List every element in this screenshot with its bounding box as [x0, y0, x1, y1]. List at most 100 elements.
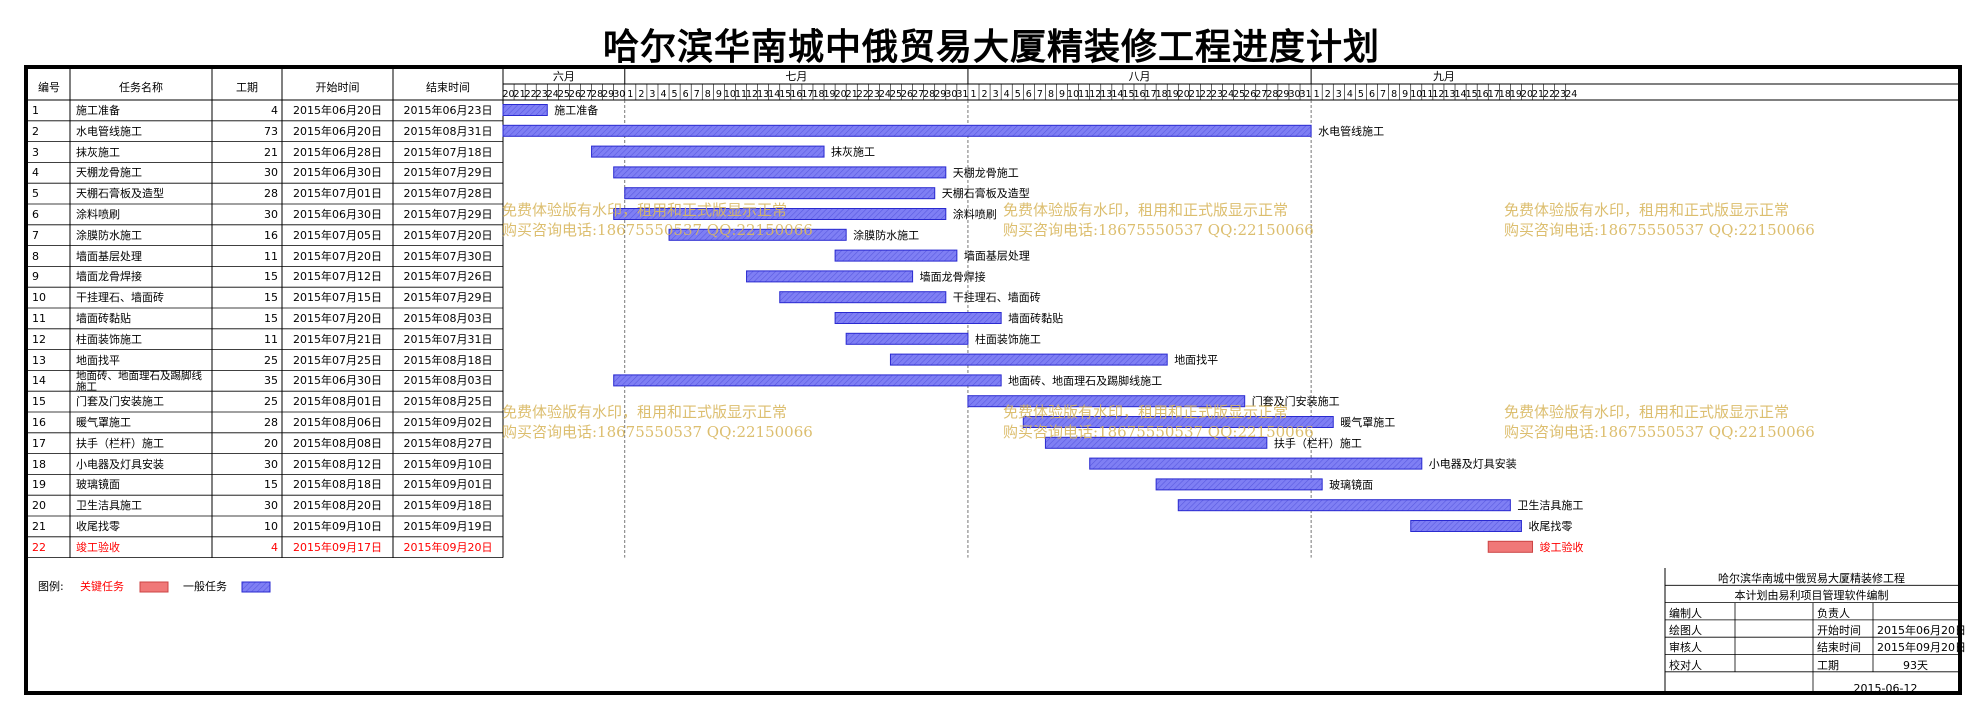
task-id: 13 — [32, 353, 46, 367]
task-bar — [845, 332, 969, 345]
chart-title: 哈尔滨华南城中俄贸易大厦精装修工程进度计划 — [602, 26, 1380, 68]
task-end: 2015年07月26日 — [403, 270, 493, 284]
day-label: 1 — [970, 89, 976, 100]
day-label: 18 — [1499, 89, 1511, 100]
day-label: 1 — [1314, 89, 1320, 100]
day-label: 6 — [1026, 89, 1032, 100]
legend-title: 图例: — [38, 580, 64, 593]
task-bar — [613, 208, 947, 220]
task-bar-label: 竣工验收 — [1540, 540, 1584, 554]
legend-normal-swatch — [241, 581, 271, 593]
task-name: 天棚龙骨施工 — [76, 166, 142, 180]
column-header: 任务名称 — [119, 81, 163, 94]
day-label: 5 — [1015, 89, 1021, 100]
day-label: 17 — [801, 89, 813, 100]
month-label: 七月 — [785, 70, 807, 83]
day-label: 6 — [683, 89, 689, 100]
task-end: 2015年09月01日 — [403, 478, 493, 492]
day-label: 5 — [1358, 89, 1364, 100]
info-cell: 审核人 — [1669, 641, 1702, 655]
task-id: 3 — [32, 145, 39, 159]
task-id: 4 — [32, 166, 39, 180]
day-label: 8 — [1391, 89, 1397, 100]
day-label: 5 — [672, 89, 678, 100]
task-name: 干挂理石、墙面砖 — [76, 291, 164, 305]
task-end: 2015年08月31日 — [403, 124, 493, 138]
task-id: 10 — [32, 291, 46, 305]
task-start: 2015年08月20日 — [293, 499, 382, 513]
day-label: 31 — [1300, 89, 1312, 100]
task-bar-label: 施工准备 — [554, 103, 598, 117]
day-label: 3 — [649, 89, 655, 100]
day-label: 12 — [1432, 89, 1444, 100]
day-label: 22 — [1200, 89, 1212, 100]
day-label: 29 — [1277, 89, 1289, 100]
task-bar-label: 扶手（栏杆）施工 — [1274, 436, 1362, 450]
task-name: 地面砖、地面理石及踢脚线施工 — [76, 370, 202, 393]
task-bar — [834, 249, 958, 262]
task-end: 2015年09月20日 — [403, 540, 493, 554]
task-duration: 4 — [271, 104, 278, 117]
day-label: 21 — [514, 89, 526, 100]
day-label: 8 — [1048, 89, 1054, 100]
day-label: 7 — [1380, 89, 1386, 100]
day-label: 18 — [1156, 89, 1168, 100]
day-label: 24 — [547, 89, 559, 100]
task-duration: 73 — [264, 124, 278, 138]
task-start: 2015年07月01日 — [293, 187, 382, 201]
column-header: 开始时间 — [315, 81, 360, 94]
task-bar — [668, 228, 847, 241]
task-duration: 15 — [264, 312, 278, 325]
day-label: 23 — [868, 89, 880, 100]
day-label: 16 — [790, 89, 802, 100]
task-end: 2015年09月18日 — [403, 499, 493, 513]
task-end: 2015年07月28日 — [403, 187, 493, 201]
task-id: 20 — [32, 499, 46, 513]
info-cell: 93天 — [1903, 658, 1928, 672]
day-label: 2 — [1325, 89, 1331, 100]
task-end: 2015年08月03日 — [403, 374, 493, 388]
task-bar — [591, 145, 825, 158]
task-start: 2015年07月21日 — [293, 332, 382, 346]
day-label: 4 — [1347, 89, 1353, 100]
task-duration: 30 — [264, 208, 278, 221]
task-start: 2015年07月20日 — [293, 312, 382, 325]
task-bar-label: 柱面装饰施工 — [975, 332, 1041, 346]
task-id: 17 — [32, 436, 46, 450]
info-cell: 工期 — [1817, 658, 1839, 672]
day-label: 20 — [1178, 89, 1190, 100]
task-bar — [1044, 436, 1268, 449]
day-label: 24 — [1565, 89, 1577, 100]
day-label: 10 — [1067, 89, 1079, 100]
day-label: 12 — [1089, 89, 1101, 100]
task-duration: 28 — [264, 187, 278, 201]
task-bar — [889, 353, 1168, 366]
task-id: 1 — [32, 104, 39, 117]
day-label: 25 — [558, 89, 570, 100]
task-bar-label: 干挂理石、墙面砖 — [953, 290, 1041, 304]
task-start: 2015年07月05日 — [293, 228, 382, 242]
task-bar-label: 地面砖、地面理石及踢脚线施工 — [1008, 373, 1162, 387]
day-label: 31 — [956, 89, 968, 100]
task-bar-label: 涂料喷刷 — [953, 207, 997, 221]
task-end: 2015年07月20日 — [403, 228, 493, 242]
day-label: 24 — [1222, 89, 1234, 100]
task-id: 12 — [32, 332, 46, 346]
column-header: 结束时间 — [426, 81, 470, 94]
day-label: 18 — [812, 89, 824, 100]
day-label: 4 — [660, 89, 666, 100]
task-name: 墙面砖黏贴 — [76, 312, 131, 325]
task-bar — [624, 187, 936, 200]
day-label: 9 — [1059, 89, 1065, 100]
day-label: 14 — [1455, 89, 1467, 100]
task-duration: 30 — [264, 166, 278, 180]
task-id: 18 — [32, 457, 46, 471]
task-bar — [1022, 416, 1334, 428]
day-label: 19 — [824, 89, 836, 100]
day-label: 16 — [1477, 89, 1489, 100]
day-label: 23 — [1211, 89, 1223, 100]
day-label: 25 — [1233, 89, 1245, 100]
task-bar — [613, 374, 1002, 387]
info-cell: 校对人 — [1669, 658, 1702, 672]
task-start: 2015年08月06日 — [293, 416, 382, 429]
